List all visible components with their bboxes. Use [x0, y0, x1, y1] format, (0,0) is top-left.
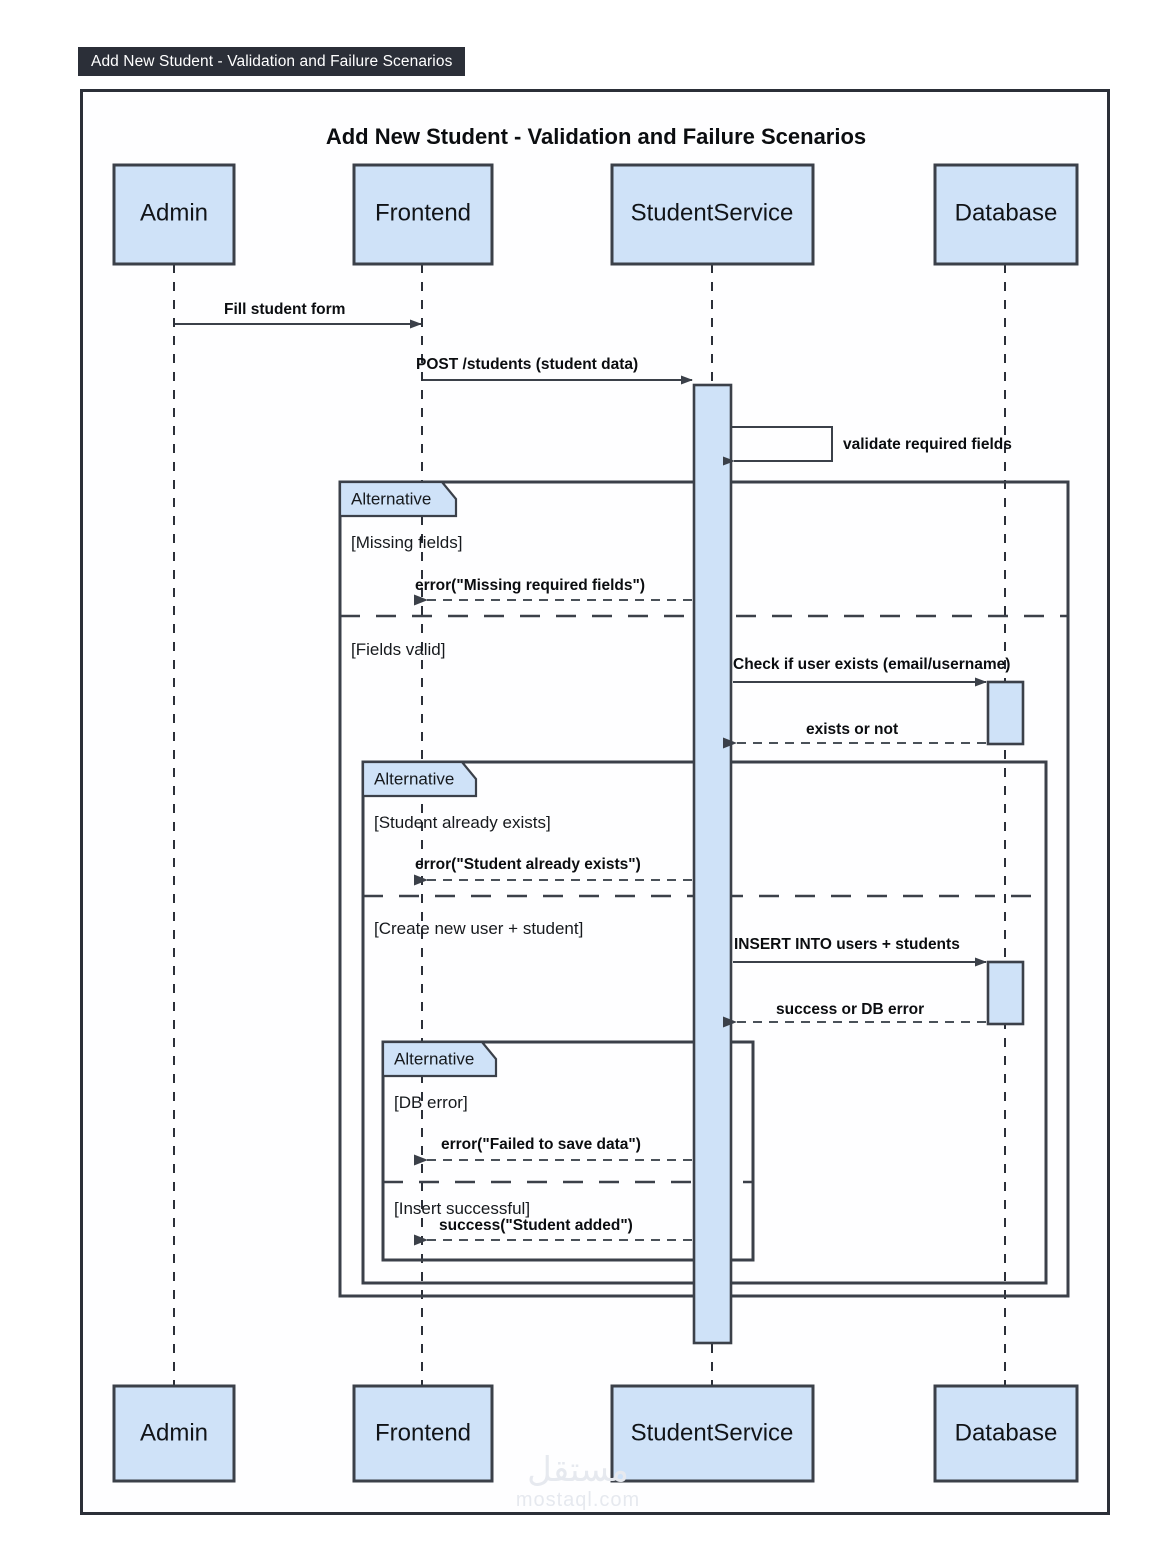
diagram-frame [80, 89, 1110, 1515]
window-title-tab: Add New Student - Validation and Failure… [78, 47, 466, 76]
